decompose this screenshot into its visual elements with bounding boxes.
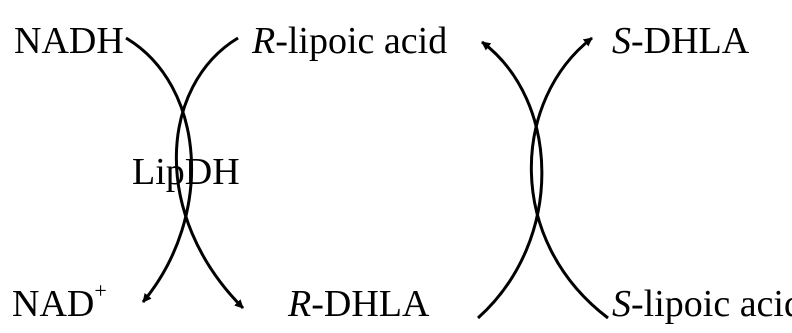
s-lipoic-rest: -lipoic acid (631, 283, 792, 325)
nad-base: NAD (12, 283, 95, 325)
nadh-text: NADH (14, 20, 124, 62)
label-s-dhla: S-DHLA (612, 22, 749, 60)
r-dhla-prefix: R (288, 283, 312, 325)
arc-nadh-to-nad (125, 36, 194, 303)
s-dhla-rest: -DHLA (631, 20, 750, 62)
label-r-dhla: R-DHLA (288, 285, 429, 323)
arc-r-lipoic-to-r-dhla (174, 36, 245, 310)
r-dhla-rest: -DHLA (311, 283, 430, 325)
arc-r-dhla-to-r-lipoic (476, 40, 544, 320)
s-lipoic-prefix: S (612, 283, 631, 325)
s-dhla-prefix: S (612, 20, 631, 62)
lipdh-text: LipDH (132, 151, 240, 193)
label-nad-plus: NAD+ (12, 280, 107, 325)
label-lipdh-enzyme: LipDH (132, 153, 240, 191)
label-nadh: NADH (14, 22, 124, 60)
label-r-lipoic-acid: R-lipoic acid (252, 22, 447, 60)
r-lipoic-rest: -lipoic acid (275, 20, 448, 62)
nad-superscript: + (94, 278, 107, 303)
label-s-lipoic-acid: S-lipoic acid (612, 285, 792, 323)
r-lipoic-prefix: R (252, 20, 276, 62)
arc-s-lipoic-to-s-dhla (529, 36, 609, 320)
